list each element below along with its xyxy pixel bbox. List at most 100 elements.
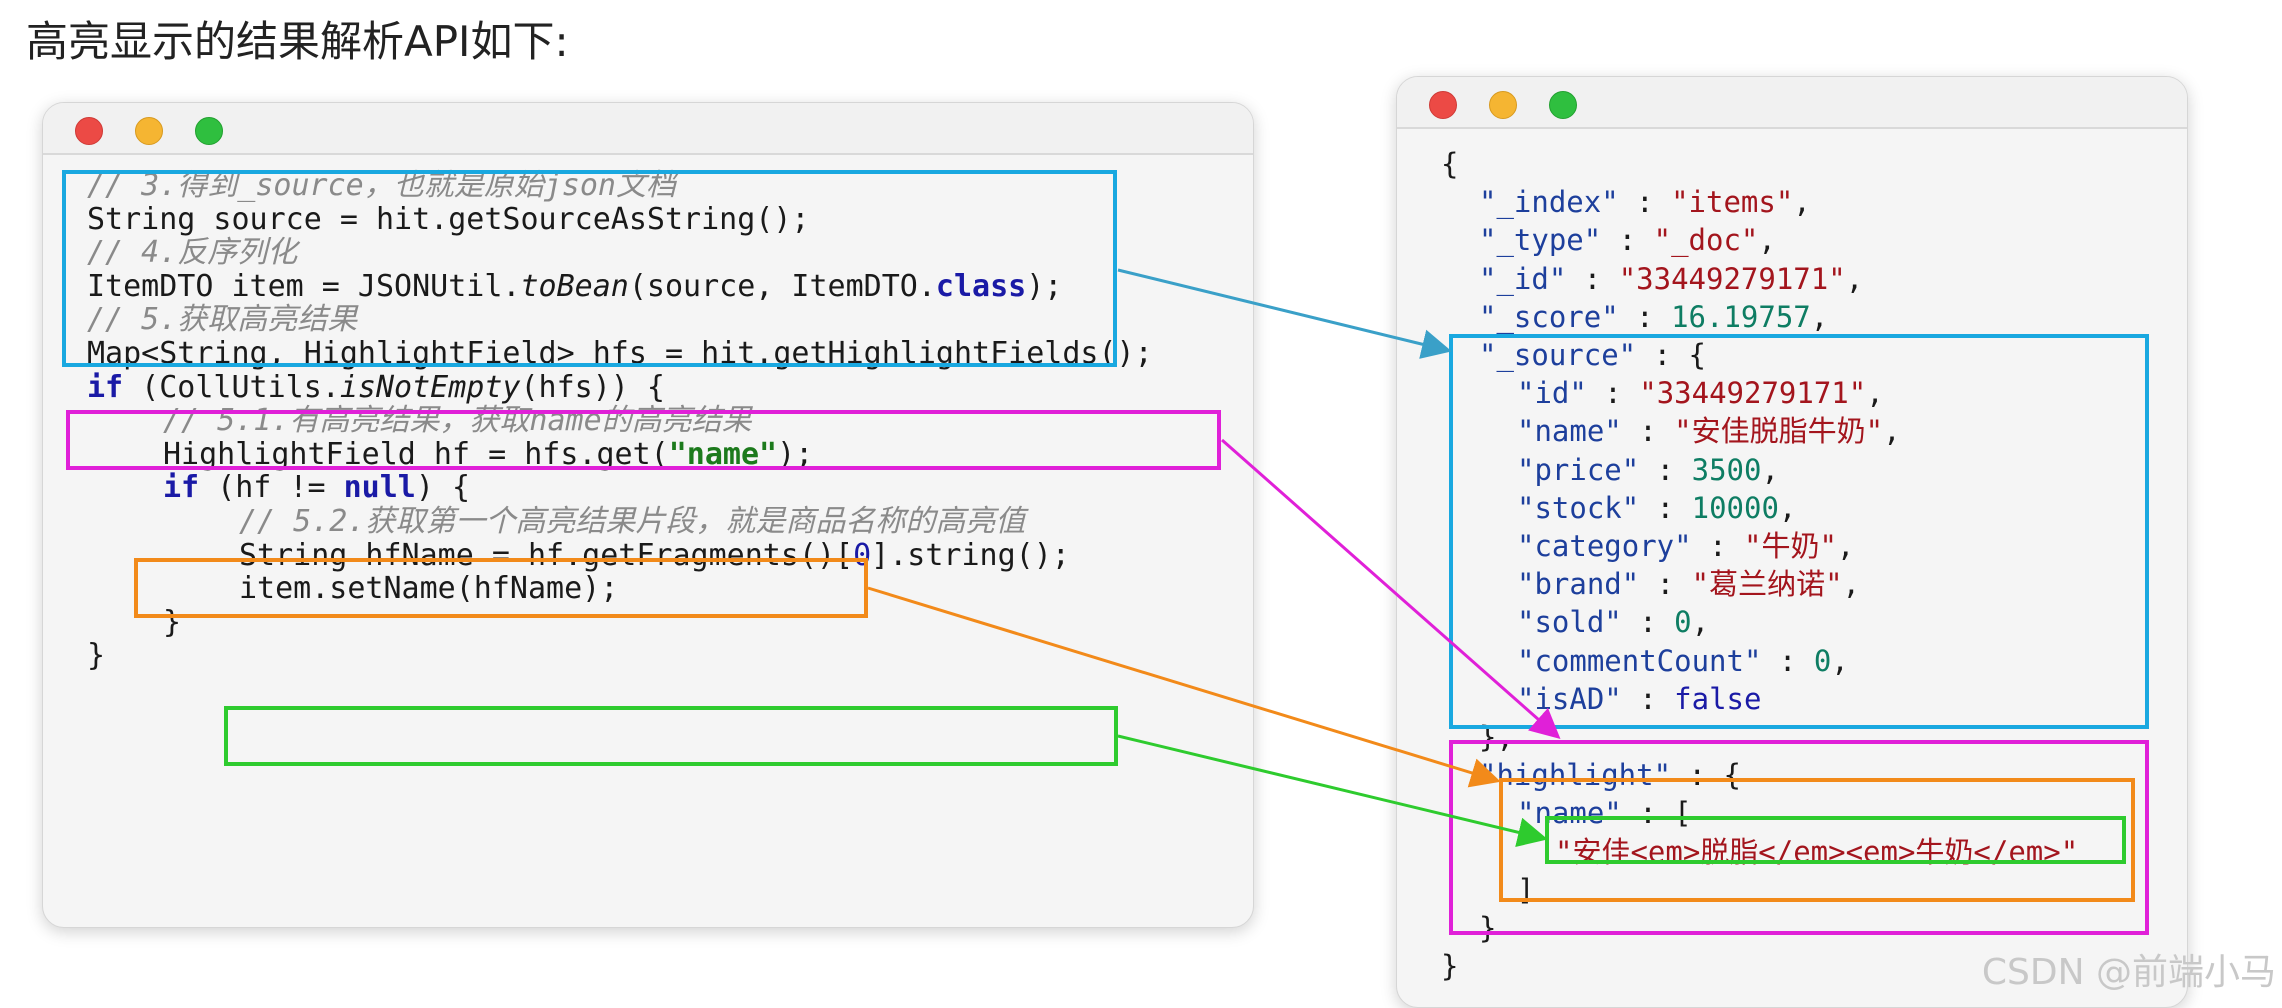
code-token: );: [777, 436, 814, 472]
json-window: {"_index" : "items","_type" : "_doc","_i…: [1396, 76, 2188, 1008]
code-token: (hfs)) {: [520, 369, 666, 405]
json-token: ,: [1831, 643, 1849, 678]
code-line: }: [87, 635, 105, 677]
json-line: "category" : "牛奶",: [1517, 527, 1854, 565]
json-line: }: [1479, 909, 1496, 947]
json-token: ,: [1761, 452, 1779, 487]
json-token: :: [1621, 605, 1675, 640]
json-token: ,: [1866, 376, 1884, 411]
json-token: ,: [1836, 529, 1855, 563]
json-token: false: [1674, 681, 1762, 716]
json-line: "_source" : {: [1479, 336, 1706, 374]
json-token: :: [1761, 643, 1814, 678]
code-token: }: [163, 604, 182, 640]
code-line: // 5.获取高亮结果: [87, 299, 357, 341]
code-window-titlebar: [43, 103, 1253, 155]
json-token: "33449279171": [1618, 261, 1846, 296]
arrow-hfget-to-json-name: [867, 586, 1501, 788]
json-token: 0: [1674, 605, 1692, 640]
code-token: ItemDTO item = JSONUtil.: [87, 268, 521, 304]
json-token: ,: [1842, 567, 1860, 602]
json-token: "_doc": [1653, 223, 1759, 258]
json-line: {: [1441, 145, 1458, 183]
json-token: :: [1691, 529, 1744, 563]
json-token: "安佳脱脂牛奶": [1674, 414, 1884, 449]
json-token: "_id": [1479, 261, 1567, 296]
json-token: :: [1639, 567, 1692, 602]
json-token: : {: [1636, 338, 1706, 372]
json-token: "sold": [1517, 605, 1622, 640]
json-token: ,: [1845, 261, 1864, 296]
json-highlight-box: [1449, 740, 2149, 935]
code-token: HighlightField hf = hfs.get(: [163, 436, 669, 472]
json-window-titlebar: [1397, 77, 2187, 129]
json-token: ,: [1691, 605, 1710, 640]
code-token: null: [343, 470, 416, 506]
json-token: "name": [1517, 414, 1622, 449]
json-token: "_type": [1479, 223, 1602, 258]
json-line: "_type" : "_doc",: [1479, 221, 1776, 259]
json-token: "items": [1671, 185, 1794, 220]
code-line: String source = hit.getSourceAsString();: [87, 199, 809, 241]
json-token: "葛兰纳诺": [1691, 567, 1843, 602]
json-token: "stock": [1517, 490, 1640, 525]
json-line: "_id" : "33449279171",: [1479, 260, 1863, 298]
fragments-string-box: [224, 706, 1118, 766]
code-token: // 5.获取高亮结果: [87, 302, 358, 338]
code-token: (CollUtils.: [123, 369, 340, 405]
json-token: "_score": [1479, 299, 1619, 334]
json-token: "brand": [1517, 567, 1640, 602]
json-token: :: [1639, 452, 1692, 487]
json-token: "commentCount": [1517, 643, 1762, 678]
code-token: // 5.2.获取第一个高亮结果片段，就是商品名称的高亮值: [239, 504, 1026, 539]
json-token: ,: [1810, 299, 1829, 334]
code-token: "name": [668, 436, 778, 472]
json-token: "牛奶": [1744, 529, 1837, 563]
maximize-window-button[interactable]: [1549, 91, 1577, 119]
json-token: "_index": [1479, 185, 1619, 220]
code-token: if: [87, 369, 124, 405]
minimize-window-button[interactable]: [135, 117, 163, 145]
code-token: isNotEmpty: [339, 369, 521, 405]
arrow-source-to-json-source: [1117, 268, 1452, 359]
json-line: "commentCount" : 0,: [1517, 642, 1849, 680]
code-token: // 5.1.有高亮结果，获取name的高亮结果: [163, 403, 752, 439]
json-token: 0: [1813, 643, 1832, 678]
json-token: 16.19757: [1671, 299, 1811, 334]
json-token: ,: [1758, 223, 1776, 258]
json-token: :: [1621, 681, 1675, 716]
json-token: "category": [1517, 529, 1692, 563]
code-token: String source = hit.getSourceAsString();: [87, 201, 810, 237]
code-line: // 4.反序列化: [87, 232, 297, 274]
json-token: :: [1601, 223, 1654, 258]
json-token: {: [1441, 147, 1459, 181]
json-token: :: [1586, 376, 1640, 411]
code-line: item.setName(hfName);: [239, 568, 618, 610]
json-token: "id": [1517, 376, 1587, 411]
json-token: :: [1621, 414, 1675, 449]
json-token: "highlight": [1479, 758, 1672, 793]
json-token: :: [1618, 185, 1672, 220]
json-token: "33449279171": [1639, 376, 1867, 411]
json-token: :: [1639, 490, 1692, 525]
json-line: "sold" : 0,: [1517, 603, 1709, 641]
json-token: :: [1618, 299, 1672, 334]
close-window-button[interactable]: [1429, 91, 1457, 119]
json-token: 3500: [1691, 452, 1762, 487]
close-window-button[interactable]: [75, 117, 103, 145]
json-line: "name" : "安佳脱脂牛奶",: [1517, 412, 1901, 450]
json-token: "price": [1517, 452, 1640, 487]
code-line: HighlightField hf = hfs.get("name");: [163, 434, 813, 476]
maximize-window-button[interactable]: [195, 117, 223, 145]
highlight-fields-box: [66, 410, 1221, 470]
json-token: ,: [1778, 490, 1797, 525]
json-line: "stock" : 10000,: [1517, 489, 1796, 527]
minimize-window-button[interactable]: [1489, 91, 1517, 119]
json-token: : [: [1621, 796, 1692, 831]
json-line: "_index" : "items",: [1479, 183, 1811, 221]
json-source-box: [1449, 334, 2149, 729]
code-token: // 4.反序列化: [87, 235, 298, 271]
json-token: :: [1566, 261, 1619, 296]
